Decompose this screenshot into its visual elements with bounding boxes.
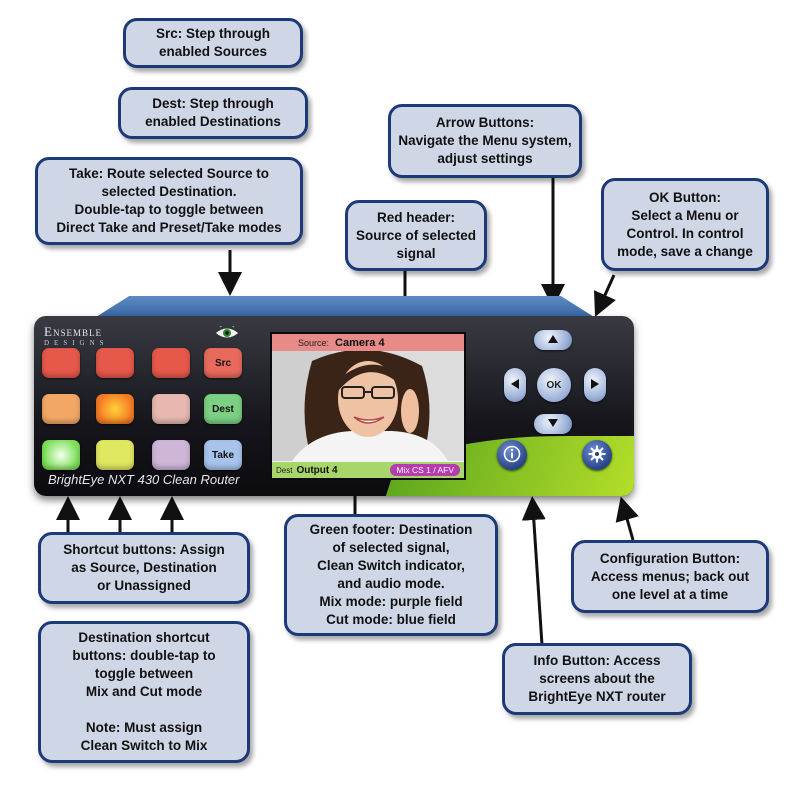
src-button[interactable]: Src bbox=[204, 348, 242, 378]
source-label: Source: bbox=[298, 337, 330, 348]
callout-configuration-button: Configuration Button: Access menus; back… bbox=[571, 540, 769, 613]
info-icon bbox=[503, 445, 521, 462]
mix-mode-badge: Mix CS 1 / AFV bbox=[390, 464, 460, 476]
dest-button[interactable]: Dest bbox=[204, 394, 242, 424]
shortcut-button-8[interactable] bbox=[96, 440, 134, 470]
callout-destination-shortcut: Destination shortcut buttons: double-tap… bbox=[38, 621, 250, 763]
arrow-up-icon bbox=[548, 334, 558, 343]
screen-dest-footer: Dest Output 4 Mix CS 1 / AFV bbox=[272, 462, 464, 478]
device-brand-label: BrightEye NXT 430 Clean Router bbox=[48, 472, 240, 487]
callout-green-footer: Green footer: Destination of selected si… bbox=[284, 514, 498, 636]
info-button[interactable] bbox=[497, 440, 527, 470]
callout-arrow-buttons: Arrow Buttons: Navigate the Menu system,… bbox=[388, 104, 582, 178]
arrow-down-button[interactable] bbox=[534, 414, 572, 434]
arrow-left-icon bbox=[511, 378, 519, 389]
source-value: Camera 4 bbox=[335, 336, 385, 349]
lcd-screen: Source: Camera 4 bbox=[270, 332, 466, 480]
shortcut-button-9[interactable] bbox=[152, 440, 190, 470]
shortcut-button-5[interactable] bbox=[96, 394, 134, 424]
router-device: Ensemble DESIGNS Src Dest Take BrightEye… bbox=[34, 296, 634, 496]
callout-shortcut-buttons: Shortcut buttons: Assign as Source, Dest… bbox=[38, 532, 250, 604]
arrow-left-button[interactable] bbox=[504, 368, 526, 402]
shortcut-button-3[interactable] bbox=[152, 348, 190, 378]
shortcut-button-6[interactable] bbox=[152, 394, 190, 424]
callout-red-header: Red header: Source of selected signal bbox=[345, 200, 487, 271]
ensemble-logo: Ensemble DESIGNS bbox=[44, 324, 109, 347]
arrow-down-icon bbox=[548, 418, 558, 427]
arrow-up-button[interactable] bbox=[534, 330, 572, 350]
screen-source-header: Source: Camera 4 bbox=[272, 334, 464, 351]
take-button[interactable]: Take bbox=[204, 440, 242, 470]
callout-take: Take: Route selected Source to selected … bbox=[35, 157, 303, 245]
shortcut-button-7[interactable] bbox=[42, 440, 80, 470]
camera-preview-image bbox=[272, 351, 464, 461]
callout-src: Src: Step through enabled Sources bbox=[123, 18, 303, 68]
front-panel: Ensemble DESIGNS Src Dest Take BrightEye… bbox=[34, 316, 634, 496]
gear-icon bbox=[588, 445, 606, 462]
shortcut-button-1[interactable] bbox=[42, 348, 80, 378]
arrow-right-icon bbox=[591, 378, 599, 389]
dest-value: Output 4 bbox=[296, 464, 338, 476]
callout-info-button: Info Button: Access screens about the Br… bbox=[502, 643, 692, 715]
dest-label: Dest bbox=[276, 465, 293, 475]
callout-ok-button: OK Button: Select a Menu or Control. In … bbox=[601, 178, 769, 271]
ok-button[interactable]: OK bbox=[537, 368, 571, 402]
callout-dest: Dest: Step through enabled Destinations bbox=[118, 87, 308, 139]
shortcut-button-4[interactable] bbox=[42, 394, 80, 424]
shortcut-button-2[interactable] bbox=[96, 348, 134, 378]
configuration-button[interactable] bbox=[582, 440, 612, 470]
eye-icon bbox=[214, 326, 240, 339]
arrow-right-button[interactable] bbox=[584, 368, 606, 402]
